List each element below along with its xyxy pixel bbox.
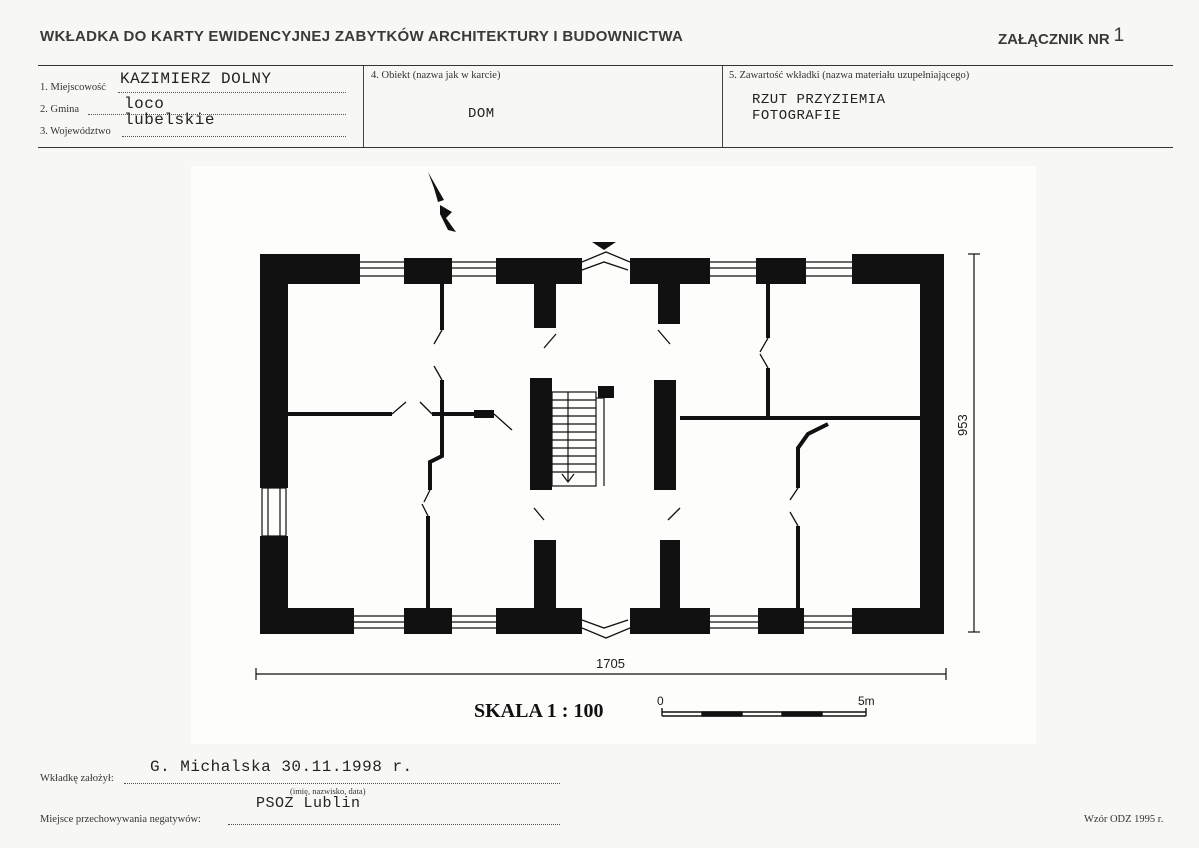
voivodeship-dots	[122, 136, 346, 137]
floor-plan-panel	[191, 166, 1036, 744]
contents-line-1: RZUT PRZYZIEMIA	[752, 92, 886, 108]
annex-number: 1	[1113, 25, 1125, 46]
form-model: Wzór ODZ 1995 r.	[1084, 814, 1164, 825]
locality-label: 1. Miejscowość	[40, 82, 106, 93]
negatives-value: PSOZ Lublin	[256, 795, 361, 812]
contents-line-2: FOTOGRAFIE	[752, 108, 842, 124]
object-value: DOM	[468, 106, 495, 122]
scale-start: 0	[657, 694, 664, 708]
interior-walls	[288, 284, 920, 608]
dimension-lines	[255, 253, 980, 680]
entrance-marker-icon	[592, 242, 616, 250]
contents-label: 5. Zawartość wkładki (nazwa materiału uz…	[729, 70, 970, 81]
locality-dots	[118, 92, 346, 93]
locality-value: KAZIMIERZ DOLNY	[120, 70, 272, 88]
commune-label: 2. Gmina	[40, 104, 80, 115]
height-dimension: 953	[955, 414, 970, 436]
object-label: 4. Obiekt (nazwa jak w karcie)	[371, 70, 501, 81]
created-by-dots	[124, 783, 560, 784]
annex-text: ZAŁĄCZNIK NR	[998, 31, 1110, 48]
commune-dots	[88, 114, 346, 115]
created-by-label: Wkładkę założył:	[40, 773, 114, 784]
windows-top	[360, 261, 852, 277]
width-dimension: 1705	[596, 656, 625, 671]
voivodeship-value: lubelskie	[124, 111, 215, 129]
created-by-value: G. Michalska 30.11.1998 r.	[150, 758, 413, 776]
north-arrow-icon	[428, 172, 456, 232]
header-bottom-rule	[38, 147, 1173, 148]
door-swings	[391, 251, 799, 639]
scale-end: 5m	[858, 694, 875, 708]
scale-label: SKALA 1 : 100	[474, 700, 604, 722]
column-divider-1	[363, 66, 364, 147]
staircase	[551, 391, 605, 487]
header-top-rule	[38, 65, 1173, 66]
outer-walls	[260, 254, 944, 634]
negatives-dots	[228, 824, 560, 825]
window-left-side	[261, 487, 287, 537]
scale-bar	[661, 708, 867, 717]
column-divider-2	[722, 66, 723, 147]
voivodeship-label: 3. Województwo	[40, 126, 111, 137]
windows-bottom	[354, 615, 852, 629]
commune-value: loco	[124, 95, 165, 113]
sheet-title: WKŁADKA DO KARTY EWIDENCYJNEJ ZABYTKÓW A…	[40, 28, 684, 45]
floor-plan-drawing	[255, 172, 980, 717]
created-by-hint: (imię, nazwisko, data)	[290, 786, 366, 796]
negatives-label: Miejsce przechowywania negatywów:	[40, 814, 201, 825]
